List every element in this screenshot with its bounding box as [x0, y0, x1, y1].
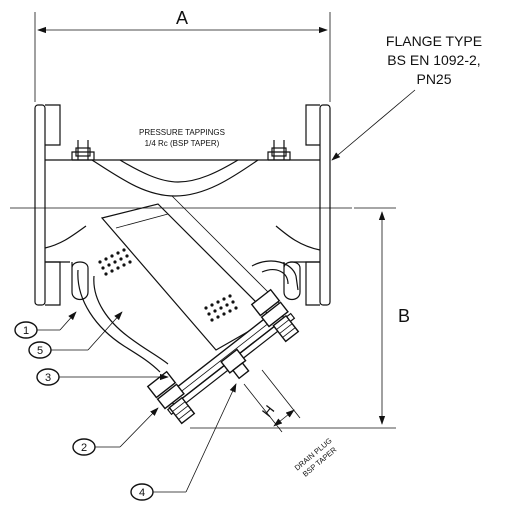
callout-1: 1	[14, 311, 77, 339]
flange-type-line-2: BS EN 1092-2,	[387, 52, 480, 68]
callout-4: 4	[130, 383, 237, 501]
drain-plug-note: DRAIN PLUG BSP TAPER	[293, 436, 339, 479]
flange-type-note: FLANGE TYPE BS EN 1092-2, PN25	[331, 33, 482, 161]
strainer-leg	[77, 195, 300, 425]
pressure-tappings-line-2: 1/4 Rc (BSP TAPER)	[145, 139, 220, 148]
dimension-h-label: H	[259, 402, 278, 420]
pressure-tappings-line-1: PRESSURE TAPPINGS	[139, 128, 225, 137]
upper-bolt-right	[268, 140, 290, 161]
screen-housing	[100, 203, 273, 351]
callout-number: 5	[37, 345, 43, 357]
dimension-a: A	[34, 8, 331, 102]
screen-perforations-upper	[98, 248, 132, 276]
upper-bolt-left	[72, 140, 94, 161]
dimension-b-label: B	[398, 306, 410, 326]
flange-type-line-3: PN25	[416, 71, 451, 87]
lower-body-pockets	[71, 261, 301, 301]
callout-number: 2	[81, 442, 87, 454]
strainer-body	[34, 104, 331, 306]
screen-perforations-lower	[204, 294, 238, 322]
drain-plug	[220, 348, 250, 380]
dimension-b: B	[190, 207, 410, 429]
dimension-h: H	[243, 369, 301, 433]
callout-number: 3	[45, 372, 51, 384]
callout-3: 3	[36, 368, 169, 386]
body-outer-arc-left	[77, 269, 161, 373]
cover-bolt-right	[250, 288, 300, 343]
callout-5: 5	[28, 311, 123, 359]
callout-number: 1	[23, 325, 29, 337]
callout-2: 2	[72, 407, 159, 456]
flange-leader	[331, 89, 416, 161]
pressure-tappings-note: PRESSURE TAPPINGS 1/4 Rc (BSP TAPER)	[139, 128, 225, 148]
right-flange	[319, 104, 331, 306]
flange-type-line-1: FLANGE TYPE	[386, 33, 482, 49]
left-flange	[34, 104, 46, 306]
dimension-a-label: A	[176, 8, 188, 28]
callout-number: 4	[139, 487, 145, 499]
